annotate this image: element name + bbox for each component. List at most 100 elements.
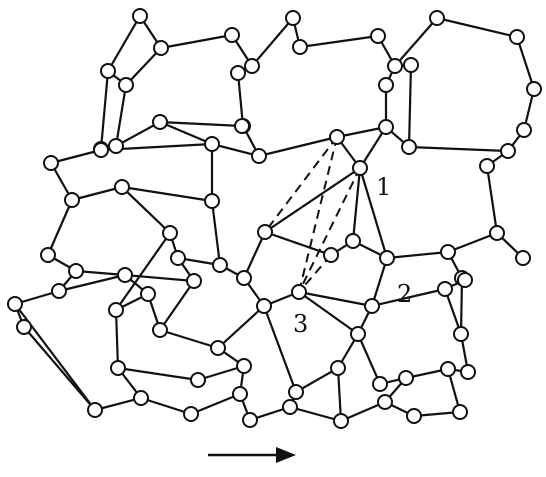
- dashed-bonds: [264, 136, 361, 293]
- bond-line: [356, 332, 382, 386]
- atom-node: [378, 119, 394, 135]
- bond-line: [99, 69, 110, 151]
- atom-node: [93, 142, 109, 158]
- atom-node: [377, 394, 393, 410]
- bond-line: [189, 392, 242, 416]
- bond-line: [57, 273, 127, 293]
- atom-node: [509, 29, 525, 45]
- bond-line: [262, 304, 298, 394]
- site-label-3: 3: [293, 310, 308, 338]
- bond-line: [297, 290, 360, 336]
- bond-line: [393, 16, 439, 68]
- atom-node: [170, 250, 186, 266]
- bond-line: [114, 231, 172, 312]
- atom-node: [333, 413, 349, 429]
- atom-node: [140, 286, 156, 302]
- bond-line: [159, 33, 234, 50]
- atom-node: [152, 114, 168, 130]
- bond-line: [515, 35, 536, 91]
- atom-node: [251, 148, 267, 164]
- bond-line: [139, 396, 193, 416]
- bond-line: [297, 290, 374, 308]
- atom-node: [387, 58, 403, 74]
- atom-node: [452, 404, 468, 420]
- atom-node: [244, 58, 260, 74]
- atom-node: [516, 122, 532, 138]
- atom-node: [51, 283, 67, 299]
- bond-line: [22, 325, 97, 412]
- bond-line: [123, 273, 196, 283]
- atom-node: [110, 360, 126, 376]
- atom-node: [291, 284, 307, 300]
- atom-node: [288, 384, 304, 400]
- atom-node: [403, 57, 419, 73]
- atom-node: [329, 129, 345, 145]
- bond-line: [70, 185, 124, 202]
- bond-line: [46, 198, 74, 257]
- bond-line: [385, 250, 450, 260]
- atom-node: [118, 77, 134, 93]
- bond-line: [158, 328, 220, 350]
- atom-node: [204, 136, 220, 152]
- atom-node: [153, 40, 169, 56]
- bond-line: [124, 46, 163, 87]
- atom-node: [236, 358, 252, 374]
- atom-node: [108, 302, 124, 318]
- dashed-bond-line: [264, 136, 338, 233]
- atom-node: [453, 326, 469, 342]
- site-label-2: 2: [397, 280, 412, 308]
- atom-node: [132, 8, 148, 24]
- atom-node: [440, 244, 456, 260]
- bond-line: [288, 405, 343, 423]
- bond-line: [242, 230, 267, 280]
- atom-node: [256, 298, 272, 314]
- bond-line: [298, 34, 380, 49]
- bond-line: [196, 364, 246, 382]
- bond-line: [120, 185, 172, 235]
- atom-node: [236, 270, 252, 286]
- atom-node: [292, 39, 308, 55]
- atom-node: [108, 138, 124, 154]
- atom-node: [457, 272, 473, 288]
- bond-line: [106, 14, 142, 73]
- right-arrow-icon: [208, 447, 296, 463]
- atom-node: [282, 399, 298, 415]
- bond-line: [116, 366, 200, 382]
- bond-line: [294, 366, 340, 394]
- atom-node: [285, 10, 301, 26]
- atom-node: [87, 402, 103, 418]
- bond-line: [435, 16, 519, 39]
- atom-node: [7, 296, 23, 312]
- bond-line: [485, 164, 499, 235]
- atom-node: [210, 340, 226, 356]
- atom-node: [186, 273, 202, 289]
- atom-node: [330, 360, 346, 376]
- bond-line: [114, 120, 162, 148]
- atom-node: [364, 298, 380, 314]
- bond-line: [74, 269, 127, 277]
- atom-node: [406, 408, 422, 424]
- atom-node: [162, 225, 178, 241]
- lattice-atoms: [7, 8, 542, 429]
- atom-node: [398, 370, 414, 386]
- atom-node: [460, 364, 476, 380]
- bond-line: [335, 125, 388, 139]
- atom-node: [114, 179, 130, 195]
- atom-node: [64, 192, 80, 208]
- atom-node: [429, 10, 445, 26]
- bond-line: [351, 166, 362, 243]
- bond-line: [158, 279, 196, 332]
- bond-line: [407, 145, 510, 153]
- atom-node: [43, 155, 59, 171]
- atom-node: [379, 250, 395, 266]
- atom-node: [183, 406, 199, 422]
- lattice-bonds: [13, 14, 536, 423]
- atom-node: [40, 247, 56, 263]
- bond-line: [358, 166, 389, 260]
- atom-node: [230, 65, 246, 81]
- dashed-bond-line: [264, 167, 361, 233]
- dashed-bond-line: [298, 167, 361, 293]
- atom-node: [372, 376, 388, 392]
- atom-node: [526, 81, 542, 97]
